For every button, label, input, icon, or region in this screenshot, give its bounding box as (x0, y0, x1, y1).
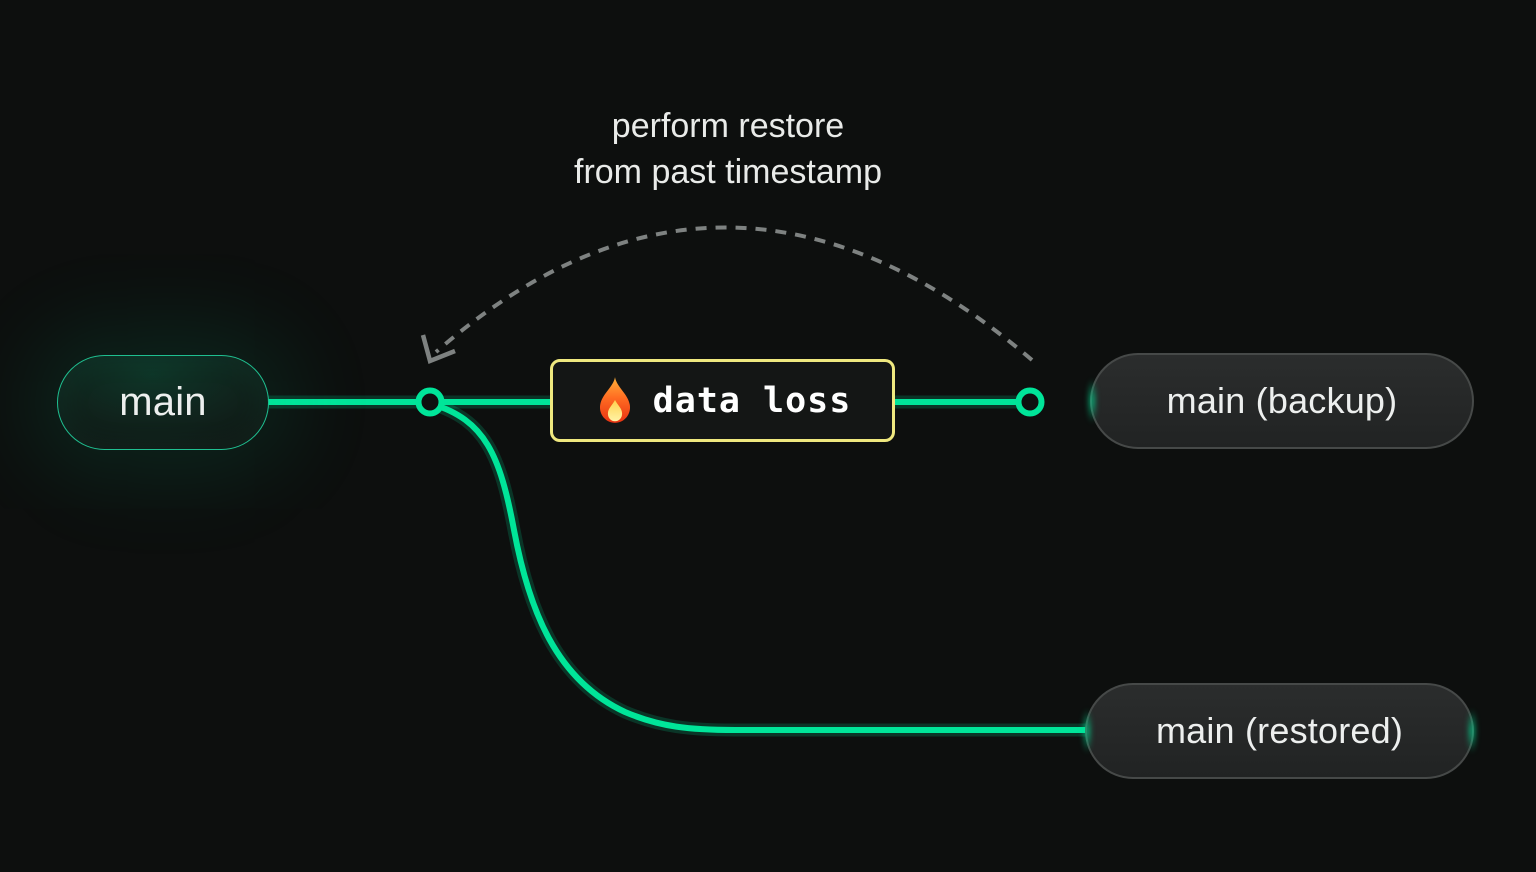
restore-arrowhead-icon (420, 334, 456, 365)
branch-point-node (415, 387, 445, 417)
data-loss-event-box: data loss (550, 359, 895, 442)
green-edge-glow (1081, 700, 1093, 762)
restore-branch-wire-glow (430, 397, 1086, 737)
branch-node-backup: main (backup) (1086, 353, 1474, 449)
green-edge-glow (1086, 370, 1098, 432)
fire-icon (599, 376, 630, 423)
branch-label-restored: main (restored) (1155, 710, 1404, 751)
restore-arc-dashed (434, 225, 1034, 362)
data-loss-label: data loss (652, 380, 852, 421)
restore-annotation-line1: perform restore (611, 107, 845, 145)
green-edge-glow (1466, 700, 1478, 762)
branch-label-backup: main (backup) (1166, 380, 1398, 421)
branch-label-main: main (119, 380, 207, 424)
backup-head-node (1015, 387, 1045, 417)
restore-branch-wire (431, 401, 1086, 733)
branch-node-restored: main (restored) (1081, 683, 1478, 779)
branch-node-main: main (57, 355, 269, 450)
restore-annotation: perform restore from past timestamp (418, 103, 1038, 195)
restore-annotation-line2: from past timestamp (574, 153, 882, 191)
